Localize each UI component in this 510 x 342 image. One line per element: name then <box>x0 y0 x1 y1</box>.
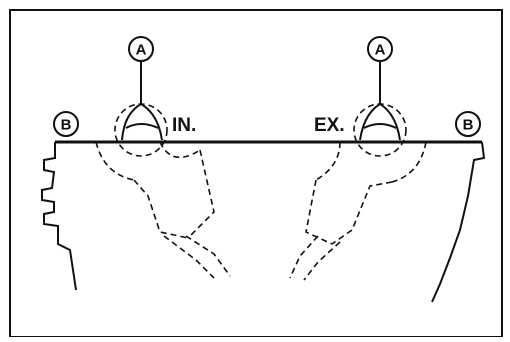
head-left-profile <box>41 142 77 291</box>
intake-valve <box>121 62 163 141</box>
marker-b-right-circle <box>455 111 481 137</box>
marker-b-right-letter: B <box>463 117 474 134</box>
intake-port <box>95 103 231 279</box>
marker-a-exhaust: A <box>367 36 393 62</box>
marker-b-left-circle <box>53 111 79 137</box>
marker-b-left: B <box>53 111 79 137</box>
exhaust-port <box>289 103 427 281</box>
marker-a-exhaust-circle <box>367 36 393 62</box>
marker-a-intake-letter: A <box>136 42 147 59</box>
intake-valve-face <box>125 123 159 129</box>
intake-label: IN. <box>172 115 196 136</box>
marker-a-intake-circle <box>128 36 154 62</box>
intake-valve-head <box>121 102 163 141</box>
marker-b-left-letter: B <box>61 117 72 134</box>
diagram-frame <box>9 9 503 338</box>
head-right-profile <box>431 141 486 303</box>
exhaust-valve-head <box>359 102 401 141</box>
marker-a-intake: A <box>128 36 154 62</box>
marker-a-exhaust-letter: A <box>375 42 386 59</box>
exhaust-valve <box>359 62 401 141</box>
exhaust-label: EX. <box>314 115 345 136</box>
exhaust-valve-face <box>363 123 397 129</box>
marker-b-right: B <box>455 111 481 137</box>
